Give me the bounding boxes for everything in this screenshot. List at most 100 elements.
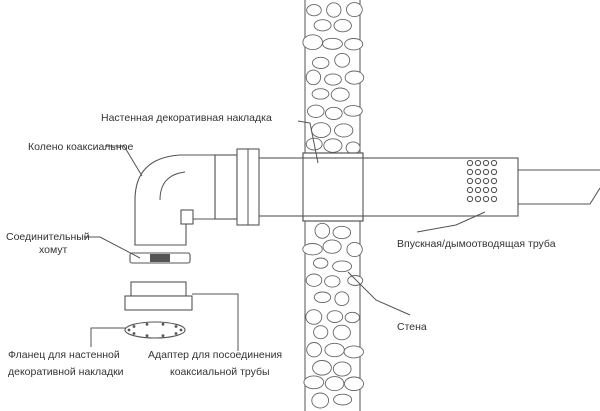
vent-hole — [474, 195, 482, 203]
vent-hole — [466, 186, 474, 194]
flue-pipe-body — [249, 157, 519, 217]
wall-stone — [305, 309, 323, 325]
label-flue-pipe: Впускная/дымоотводящая труба — [397, 238, 556, 250]
label-adapter-line1: Адаптер для посоединения — [148, 349, 282, 361]
vent-hole — [490, 159, 498, 167]
wall-stones — [302, 2, 365, 409]
wall-stone — [332, 324, 351, 341]
wall-stone — [330, 87, 350, 102]
label-adapter-line2: коаксиальной трубы — [170, 366, 270, 378]
wall-stone — [314, 222, 331, 239]
wall-stone — [307, 104, 325, 118]
wall-stone — [345, 141, 361, 155]
adapter-top — [130, 281, 187, 297]
wall-stone — [344, 311, 360, 324]
label-elbow: Колено коаксиальное — [28, 141, 134, 153]
wall — [302, 0, 365, 411]
elbow-body — [134, 154, 216, 246]
flange — [124, 321, 186, 339]
flange-hole — [179, 328, 183, 332]
leader-flue-pipe — [416, 211, 486, 233]
wall-stone — [324, 275, 341, 288]
wall-stone — [311, 56, 330, 69]
wall-stone — [322, 37, 343, 50]
flange-holes — [127, 322, 183, 338]
leader-wall-cover — [297, 120, 319, 164]
leader-adapter — [192, 293, 239, 351]
label-wall: Стена — [397, 321, 427, 333]
wall-stone — [313, 291, 332, 304]
flange-hole — [145, 334, 149, 338]
wall-stone — [333, 393, 353, 406]
label-clamp-line2: хомут — [39, 244, 68, 256]
label-wall-cover: Настенная декоративная накладка — [101, 112, 272, 124]
wall-stone — [346, 241, 363, 258]
inner-pipe-end — [518, 169, 600, 205]
vent-hole — [466, 195, 474, 203]
label-flange-line2: декоративной накладки — [8, 366, 124, 378]
flange-hole — [174, 325, 178, 328]
wall-stone — [334, 291, 350, 307]
wall-stone — [333, 18, 352, 33]
wall-stone — [326, 2, 342, 18]
vent-hole — [490, 177, 498, 185]
leader-flange — [90, 327, 126, 347]
wall-cover-outline — [302, 152, 364, 222]
vent-hole — [482, 186, 490, 194]
vent-hole — [474, 186, 482, 194]
coupling — [214, 148, 260, 226]
wall-stone — [344, 38, 364, 51]
flange-hole — [161, 334, 165, 338]
leader-clamp — [84, 236, 141, 259]
wall-stone — [324, 342, 345, 358]
wall-stone — [332, 225, 352, 240]
wall-stone — [311, 88, 330, 100]
coaxial-elbow — [134, 154, 216, 246]
adapter-bottom — [124, 295, 193, 311]
flue-pipe — [249, 152, 600, 222]
vent-holes — [466, 159, 498, 203]
wall-stone — [344, 70, 365, 85]
wall-stone — [312, 360, 332, 376]
wall-stone — [332, 260, 353, 273]
leader-elbow — [105, 145, 143, 177]
wall-stone — [334, 123, 354, 138]
wall-stone — [332, 361, 352, 377]
flange-hole — [132, 325, 136, 328]
flange-hole — [132, 332, 136, 335]
wall-stone — [302, 243, 323, 256]
wall-stone — [306, 4, 322, 17]
elbow-inner-curve — [159, 171, 186, 201]
wall-stone — [313, 325, 329, 340]
wall-stone — [311, 122, 332, 138]
vent-hole — [490, 168, 498, 176]
wall-stone — [324, 376, 345, 392]
wall-stone — [326, 310, 344, 323]
vent-hole — [466, 177, 474, 185]
wall-stone — [303, 375, 325, 390]
flange-hole — [145, 322, 149, 326]
leader-lines — [84, 120, 486, 351]
label-flange-line1: Фланец для настенной — [8, 349, 120, 361]
clamp-bolt — [150, 254, 170, 262]
wall-stone — [305, 69, 322, 86]
wall-stone — [343, 345, 364, 359]
flange-hole — [127, 328, 131, 332]
flange-hole — [174, 332, 178, 335]
vent-hole — [482, 159, 490, 167]
vent-hole — [482, 195, 490, 203]
wall-stone — [323, 138, 343, 153]
adapter — [124, 281, 193, 311]
wall-stone — [322, 239, 342, 254]
wall-stone — [313, 19, 332, 32]
coupling-ring-left — [214, 154, 238, 220]
vent-hole — [490, 186, 498, 194]
wall-stone — [311, 392, 330, 409]
wall-stone — [305, 273, 323, 287]
vent-hole — [474, 159, 482, 167]
vent-hole — [482, 177, 490, 185]
vent-hole — [490, 195, 498, 203]
labels: Настенная декоративная накладка Колено к… — [6, 112, 556, 378]
